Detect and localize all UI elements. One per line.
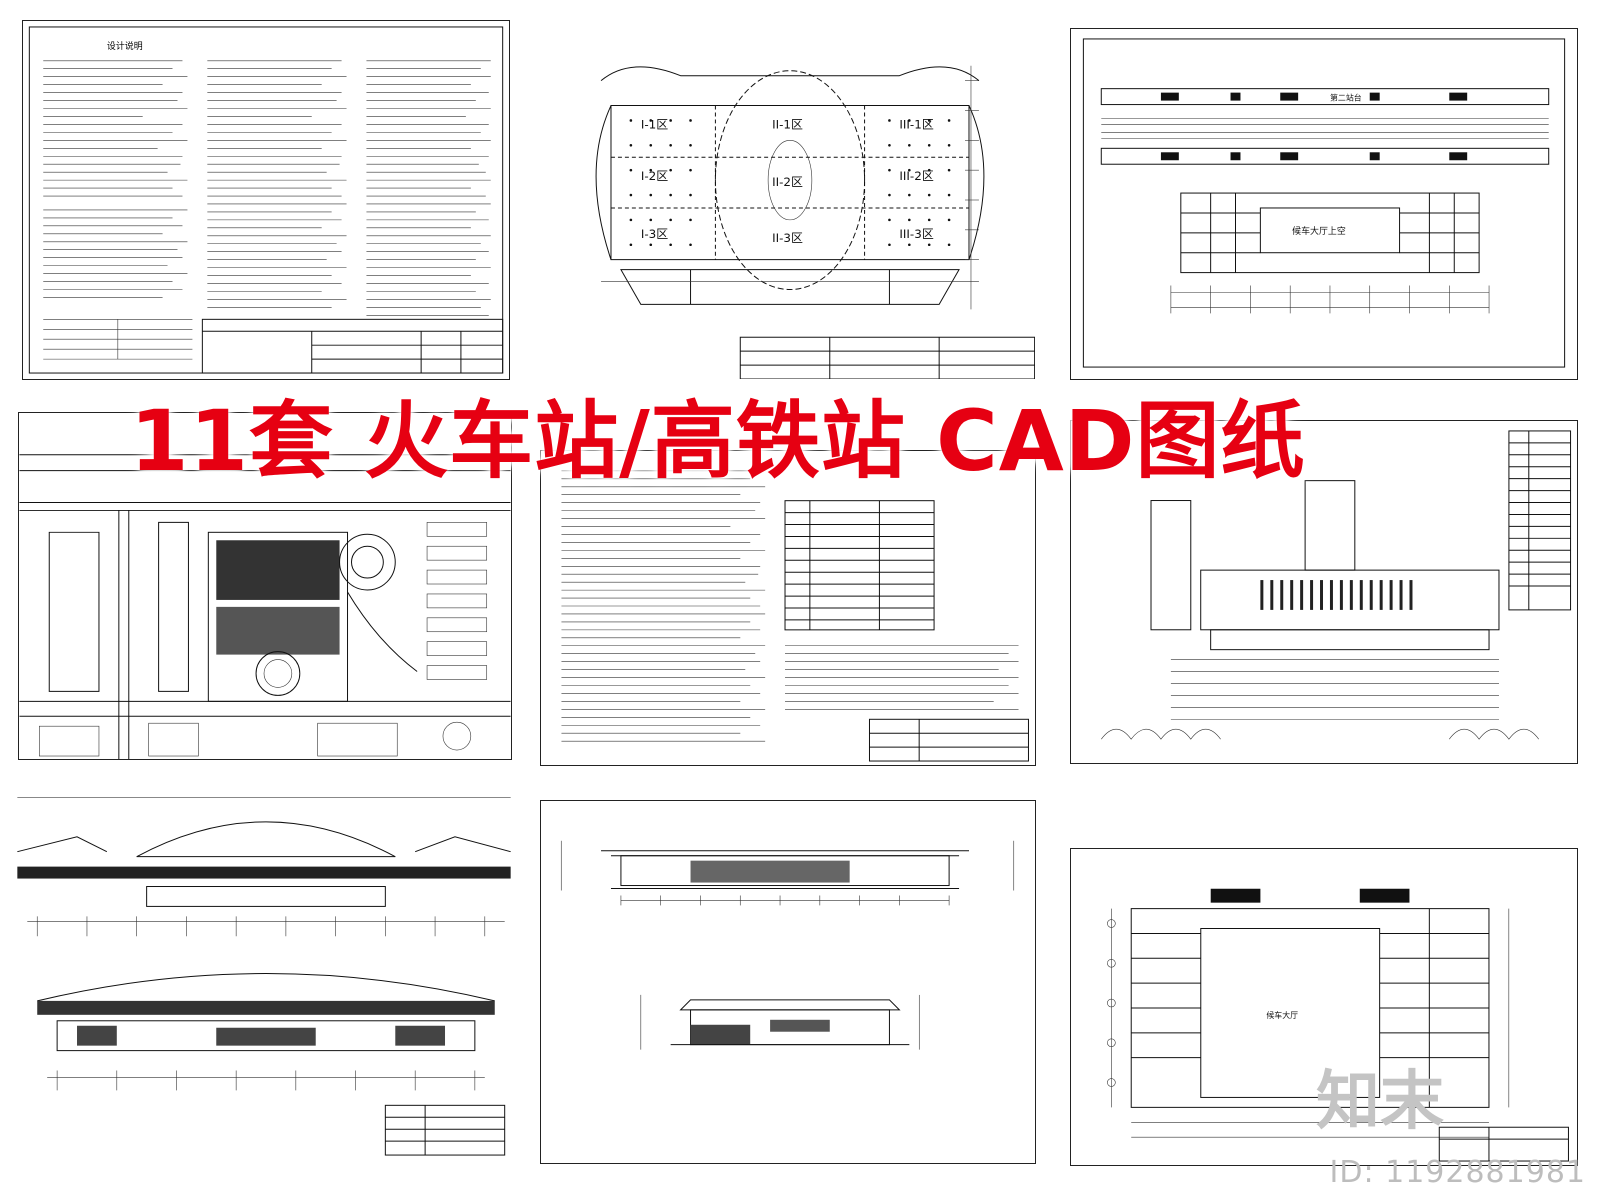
station-plaza xyxy=(207,531,349,702)
zone-label-iii2: III-2区 xyxy=(899,169,933,183)
section-1 xyxy=(17,821,511,937)
hall-plan-drawing xyxy=(1101,430,1572,740)
thumbnail-elevation xyxy=(540,800,1036,1164)
thumbnail-site-plan xyxy=(18,412,512,760)
notes-title: 设计说明 xyxy=(107,40,143,52)
section-2 xyxy=(37,973,506,1156)
spec-text-right xyxy=(785,645,1019,710)
spec-table xyxy=(784,500,935,631)
bottom-table xyxy=(43,319,193,360)
floor-title-block xyxy=(1438,1126,1569,1162)
platform-plan-drawing: 第二站台 候车大厅上空 xyxy=(1082,38,1566,368)
elevation-drawing xyxy=(560,840,1015,1050)
legend-table xyxy=(1508,430,1572,611)
thumbnail-zoning-plan: I-1区 II-1区 III-1区 I-2区 II-2区 III-2区 I-3区… xyxy=(540,20,1036,380)
zone-label-i3: I-3区 xyxy=(641,227,668,241)
road-network xyxy=(19,454,511,759)
station-building xyxy=(1180,192,1480,274)
thumbnail-second-floor: 候车大厅 xyxy=(1070,848,1578,1166)
waiting-seats xyxy=(1260,580,1413,610)
platform-kiosks xyxy=(1160,92,1468,161)
zone-label-i2: I-2区 xyxy=(641,169,668,183)
dimension-lines xyxy=(1170,285,1490,314)
zone-label-ii3: II-3区 xyxy=(772,231,803,245)
right-axis xyxy=(965,65,979,310)
spec-text-left xyxy=(561,470,766,742)
brand-watermark: 知末 xyxy=(1316,1065,1444,1139)
spec-sheet-drawing xyxy=(561,470,1029,762)
spec-title-block xyxy=(868,718,1029,762)
building-outline xyxy=(1130,908,1490,1108)
entrance-road xyxy=(601,269,979,305)
design-notes-drawing: 设计说明 xyxy=(28,26,504,374)
text-lines-col1 xyxy=(43,60,188,298)
zone-label-ii1: II-1区 xyxy=(772,117,803,131)
waiting-hall-label: 候车大厅 xyxy=(1266,1010,1298,1020)
column-grid xyxy=(629,119,951,247)
roundabout xyxy=(339,533,418,672)
upper-dimensions xyxy=(620,895,950,906)
parking-lots xyxy=(426,522,488,680)
thumbnail-design-notes: 设计说明 xyxy=(22,20,510,380)
hall-void-label: 候车大厅上空 xyxy=(1292,225,1346,237)
hall-outline xyxy=(1150,480,1500,651)
thumbnail-hall-plan xyxy=(1070,420,1578,764)
site-plan-drawing xyxy=(19,454,511,759)
zone-label-iii1: III-1区 xyxy=(899,117,933,131)
zone-label-i1: I-1区 xyxy=(641,117,668,131)
lower-section xyxy=(640,994,920,1050)
thumbnail-platform-plan: 第二站台 候车大厅上空 xyxy=(1070,28,1578,380)
second-floor-drawing: 候车大厅 xyxy=(1107,888,1569,1162)
roof-features xyxy=(1210,888,1410,903)
promo-headline: 11套 火车站/高铁站 CAD图纸 xyxy=(130,392,1306,490)
plan-title-block xyxy=(739,336,1035,379)
upper-elevation xyxy=(560,840,1015,891)
platform-stripes xyxy=(1101,659,1539,740)
text-lines-col3 xyxy=(366,60,491,316)
city-blocks xyxy=(39,721,472,757)
thumbnail-sections xyxy=(16,796,512,1166)
zoning-plan-drawing: I-1区 II-1区 III-1区 I-2区 II-2区 III-2区 I-3区… xyxy=(595,65,1035,379)
title-block xyxy=(201,318,504,374)
zone-label-iii3: III-3区 xyxy=(899,227,933,241)
platform-label: 第二站台 xyxy=(1330,93,1362,103)
text-lines-col2 xyxy=(207,60,347,308)
grid-axes xyxy=(1107,908,1510,1138)
asset-id-label: ID: 1192881981 xyxy=(1329,1155,1586,1190)
zone-label-ii2: II-2区 xyxy=(772,175,803,189)
sections-drawing xyxy=(17,797,511,1156)
thumbnail-spec-sheet xyxy=(540,450,1036,766)
tracks xyxy=(1100,88,1550,165)
